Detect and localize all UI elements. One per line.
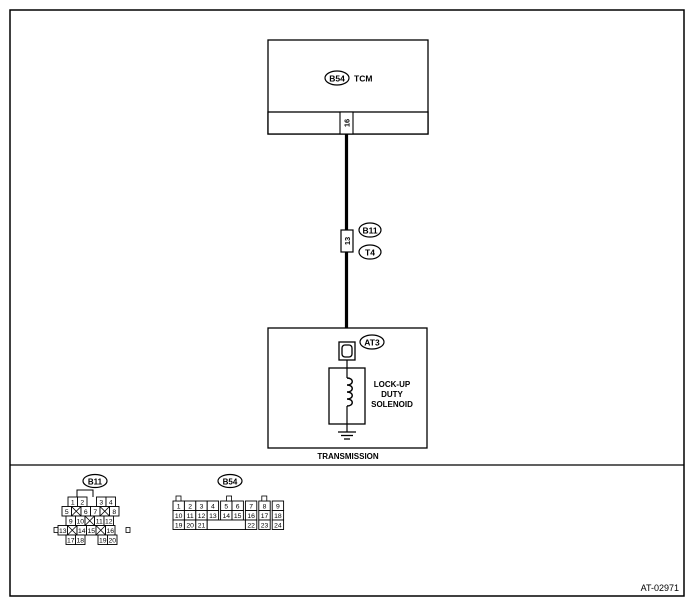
- pin-number: 20: [186, 522, 194, 529]
- transmission-unit: TRANSMISSION AT3 LOCK-UP DUTY SOLENOID: [267, 327, 428, 461]
- joint-connector: 13 B11 T4: [340, 222, 382, 260]
- pin-number: 15: [234, 513, 242, 520]
- pin-number: 15: [87, 528, 95, 535]
- b54-view-oval: [217, 473, 243, 489]
- figure-id: AT-02971: [641, 583, 679, 593]
- pin-number: 24: [274, 522, 282, 529]
- pin-cell: [109, 506, 120, 517]
- b54-view-label: B54: [223, 478, 238, 487]
- b11-side-tab: [53, 527, 59, 533]
- joint-pin-box: [340, 229, 354, 253]
- t4-oval: [358, 244, 382, 260]
- blank-pin-cross: [95, 525, 106, 536]
- solenoid-label-line1: LOCK-UP: [374, 380, 411, 389]
- pin-number: 17: [67, 537, 75, 544]
- solenoid-label-line3: SOLENOID: [371, 400, 413, 409]
- pin-number: 18: [274, 513, 282, 520]
- b11-label: B11: [362, 226, 377, 236]
- pin-cell: [258, 519, 271, 530]
- pin-number: 21: [198, 522, 206, 529]
- pin-number: 20: [108, 537, 116, 544]
- pin-number: 10: [76, 518, 84, 525]
- blank-pin-cross: [84, 515, 95, 526]
- b11-view-oval: [82, 473, 108, 489]
- pin-number: 10: [175, 513, 183, 520]
- pin-number: 1: [177, 503, 181, 510]
- pin-number: 8: [112, 509, 116, 516]
- pin-number: 1: [71, 499, 75, 506]
- pin-cell: [206, 519, 246, 530]
- at3-oval: [359, 334, 385, 350]
- b54-top-tab: [226, 495, 233, 502]
- at3-label: AT3: [364, 338, 380, 348]
- pin-number: 4: [109, 499, 113, 506]
- pin-number: 7: [249, 503, 253, 510]
- b11-view-label: B11: [88, 478, 103, 487]
- pin-number: 3: [200, 503, 204, 510]
- pin-number: 11: [96, 518, 103, 525]
- blank-pin-cross: [99, 506, 110, 517]
- pin-cell: [107, 534, 118, 545]
- pin-number: 17: [261, 513, 269, 520]
- joint-pin-number: 13: [343, 237, 352, 245]
- solenoid-label-line2: DUTY: [381, 390, 403, 399]
- pin-number: 5: [224, 503, 228, 510]
- tcm-connector-oval: [324, 70, 350, 86]
- b11-side-tab: [125, 527, 131, 533]
- pin-number: 4: [211, 503, 215, 510]
- tcm-unit: B54 TCM 16: [267, 39, 429, 135]
- b11-key: [76, 489, 94, 497]
- pin-number: 2: [80, 499, 84, 506]
- t4-label: T4: [365, 248, 375, 258]
- tcm-pin-number: 16: [343, 119, 352, 127]
- ground-icon: [338, 431, 356, 440]
- pin-number: 6: [236, 503, 240, 510]
- pin-number: 8: [263, 503, 267, 510]
- blank-pin-cross: [71, 506, 82, 517]
- solenoid-coil-icon: [346, 377, 353, 407]
- pin-number: 7: [93, 509, 97, 516]
- pin-number: 11: [187, 513, 194, 520]
- pin-number: 13: [59, 528, 67, 535]
- pin-number: 9: [69, 518, 73, 525]
- tcm-connector-id: B54: [329, 74, 345, 84]
- pin-number: 23: [261, 522, 269, 529]
- pin-number: 16: [247, 513, 255, 520]
- pin-cell: [75, 534, 86, 545]
- pin-number: 16: [106, 528, 114, 535]
- pin-number: 22: [247, 522, 255, 529]
- outer-frame: [9, 9, 685, 597]
- b11-oval: [358, 222, 382, 238]
- pin-number: 18: [76, 537, 84, 544]
- at3-terminal-inner: [341, 344, 353, 358]
- pin-number: 12: [198, 513, 206, 520]
- pin-number: 12: [105, 518, 113, 525]
- pin-number: 9: [276, 503, 280, 510]
- pin-cell: [271, 519, 285, 530]
- pin-number: 19: [175, 522, 183, 529]
- blank-pin-cross: [67, 525, 78, 536]
- pin-number: 14: [78, 528, 86, 535]
- tcm-label: TCM: [354, 74, 372, 84]
- pin-number: 2: [188, 503, 192, 510]
- transmission-label: TRANSMISSION: [317, 452, 379, 461]
- b54-top-tab: [261, 495, 268, 502]
- pin-number: 3: [99, 499, 103, 506]
- pin-number: 6: [84, 509, 88, 516]
- b54-top-tab: [175, 495, 182, 502]
- pin-number: 19: [99, 537, 107, 544]
- pin-number: 13: [209, 513, 217, 520]
- pin-cell: [244, 519, 258, 530]
- pin-number: 5: [65, 509, 69, 516]
- pin-number: 14: [223, 513, 231, 520]
